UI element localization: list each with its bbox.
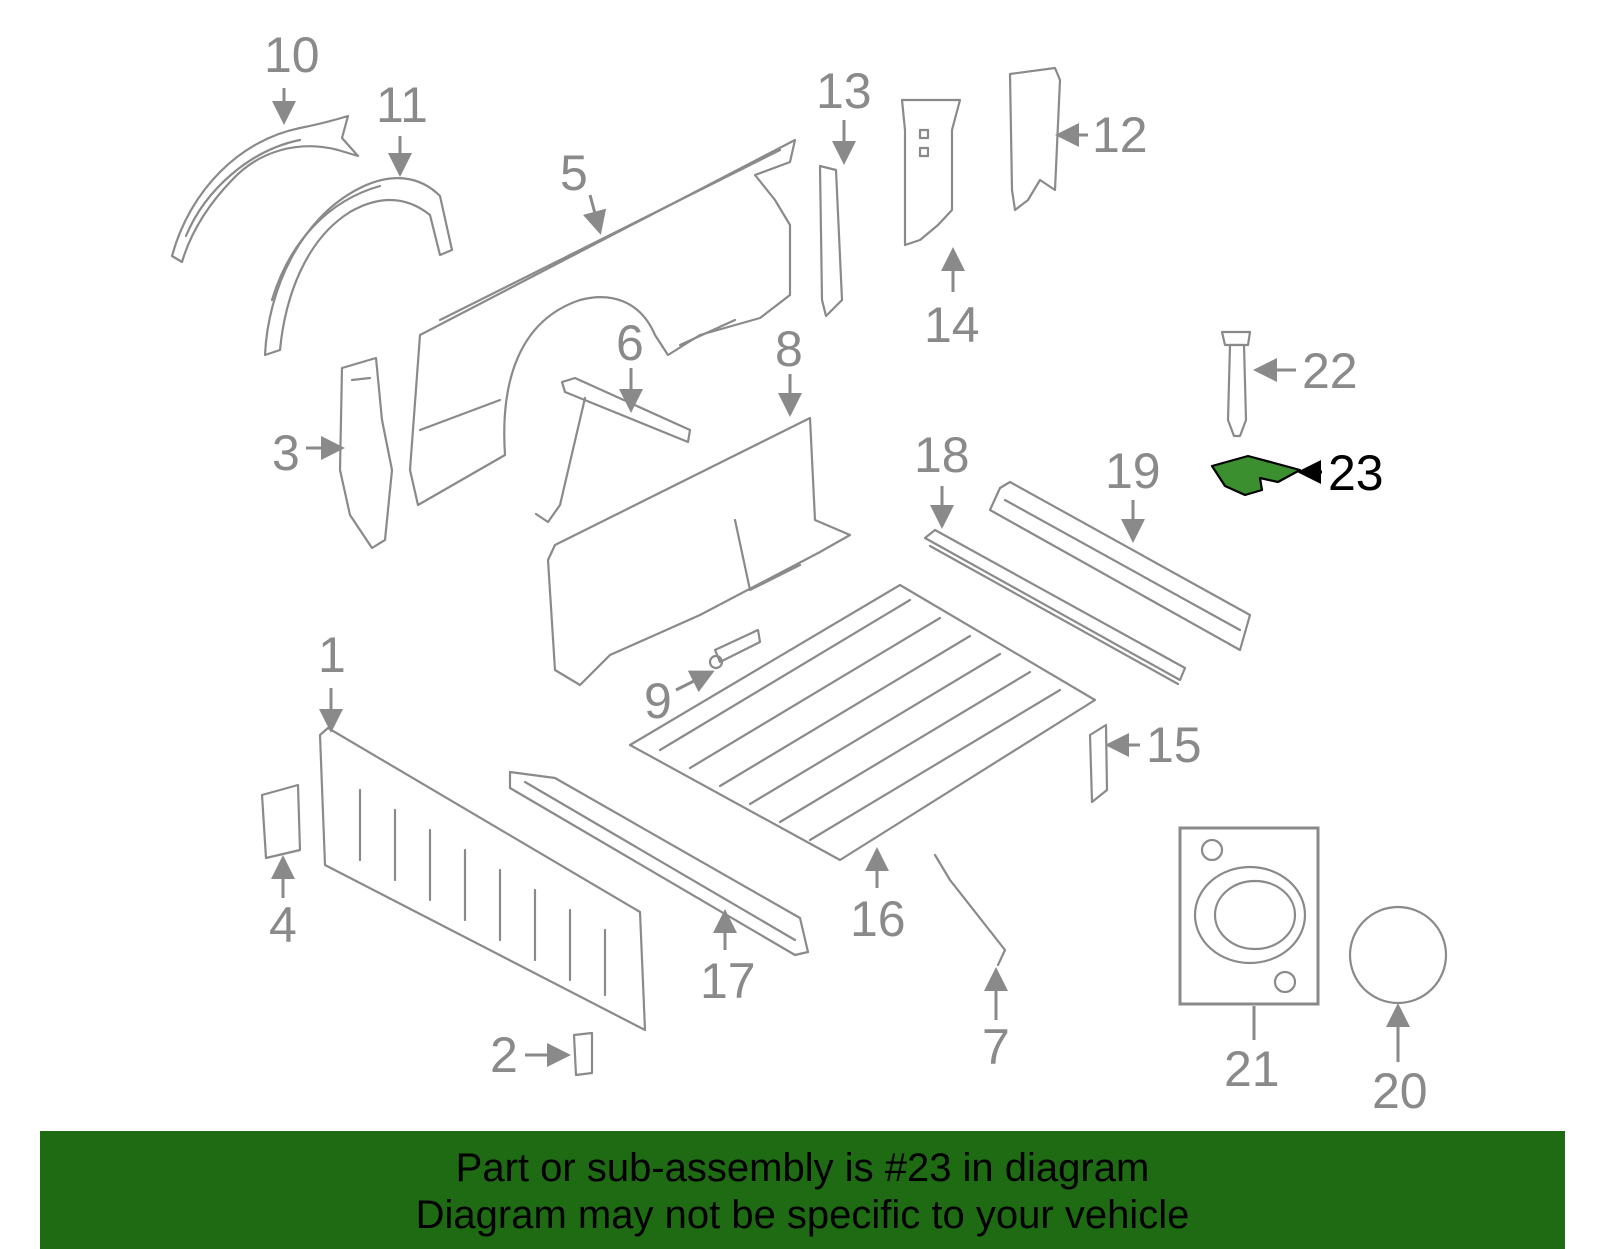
part-12-pillar[interactable] xyxy=(1008,66,1062,212)
part-11-wheel-arch-inner[interactable] xyxy=(263,177,454,357)
callout-11: 11 xyxy=(376,77,428,133)
info-banner: Part or sub-assembly is #23 in diagram D… xyxy=(40,1131,1565,1249)
part-19-crossmember[interactable] xyxy=(988,480,1252,652)
callout-22: 22 xyxy=(1302,343,1358,399)
callout-10: 10 xyxy=(264,27,320,83)
part-7-rod[interactable] xyxy=(933,853,1007,967)
callout-8: 8 xyxy=(775,321,803,377)
callout-23: 23 xyxy=(1328,445,1384,501)
banner-line-disclaimer: Diagram may not be specific to your vehi… xyxy=(415,1193,1190,1237)
callout-20: 20 xyxy=(1372,1063,1428,1119)
callout-labels: 10 11 5 13 12 14 3 6 8 18 19 22 23 9 1 1… xyxy=(264,27,1428,1119)
part-14-pillar[interactable] xyxy=(900,98,962,247)
part-18-crossmember[interactable] xyxy=(923,528,1187,686)
callout-21: 21 xyxy=(1224,1041,1280,1097)
part-2-latch-cover[interactable] xyxy=(572,1031,594,1077)
part-13-trim-strip[interactable] xyxy=(818,164,844,318)
callout-17: 17 xyxy=(700,953,756,1009)
callout-12: 12 xyxy=(1092,107,1148,163)
part-16-bed-floor[interactable] xyxy=(628,583,1097,862)
part-22-bolt[interactable] xyxy=(1220,330,1252,438)
part-4-plate[interactable] xyxy=(260,783,302,860)
callout-5: 5 xyxy=(560,145,588,201)
part-20-fuel-door[interactable] xyxy=(1348,905,1448,1005)
callout-18: 18 xyxy=(914,427,970,483)
callout-16: 16 xyxy=(850,891,906,947)
callout-19: 19 xyxy=(1105,443,1161,499)
parts-diagram: 10 11 5 13 12 14 3 6 8 18 19 22 23 9 1 1… xyxy=(170,27,1448,1119)
part-6-brace[interactable] xyxy=(534,376,692,524)
callout-15: 15 xyxy=(1146,717,1202,773)
part-1-tailgate[interactable] xyxy=(318,726,647,1032)
part-5-bed-side-panel[interactable] xyxy=(408,138,797,507)
part-8-front-panel[interactable] xyxy=(546,416,852,687)
part-15-plate[interactable] xyxy=(1088,723,1109,804)
callout-9: 9 xyxy=(644,673,672,729)
part-21-fuel-filler-housing[interactable] xyxy=(1178,826,1320,1006)
callout-14: 14 xyxy=(924,297,980,353)
callout-3: 3 xyxy=(272,425,300,481)
banner-line-part-info: Part or sub-assembly is #23 in diagram xyxy=(455,1146,1150,1190)
callout-2: 2 xyxy=(490,1027,518,1083)
part-23-bracket-highlighted[interactable] xyxy=(1210,454,1302,497)
part-9-clip[interactable] xyxy=(708,628,762,670)
callout-13: 13 xyxy=(816,63,872,119)
part-10-wheel-arch-outer[interactable] xyxy=(170,114,360,264)
part-3-bracket[interactable] xyxy=(338,356,394,550)
leader-arrows xyxy=(271,88,1410,1067)
callout-7: 7 xyxy=(982,1019,1010,1075)
callout-6: 6 xyxy=(616,315,644,371)
callout-1: 1 xyxy=(318,627,346,683)
callout-4: 4 xyxy=(269,897,297,953)
